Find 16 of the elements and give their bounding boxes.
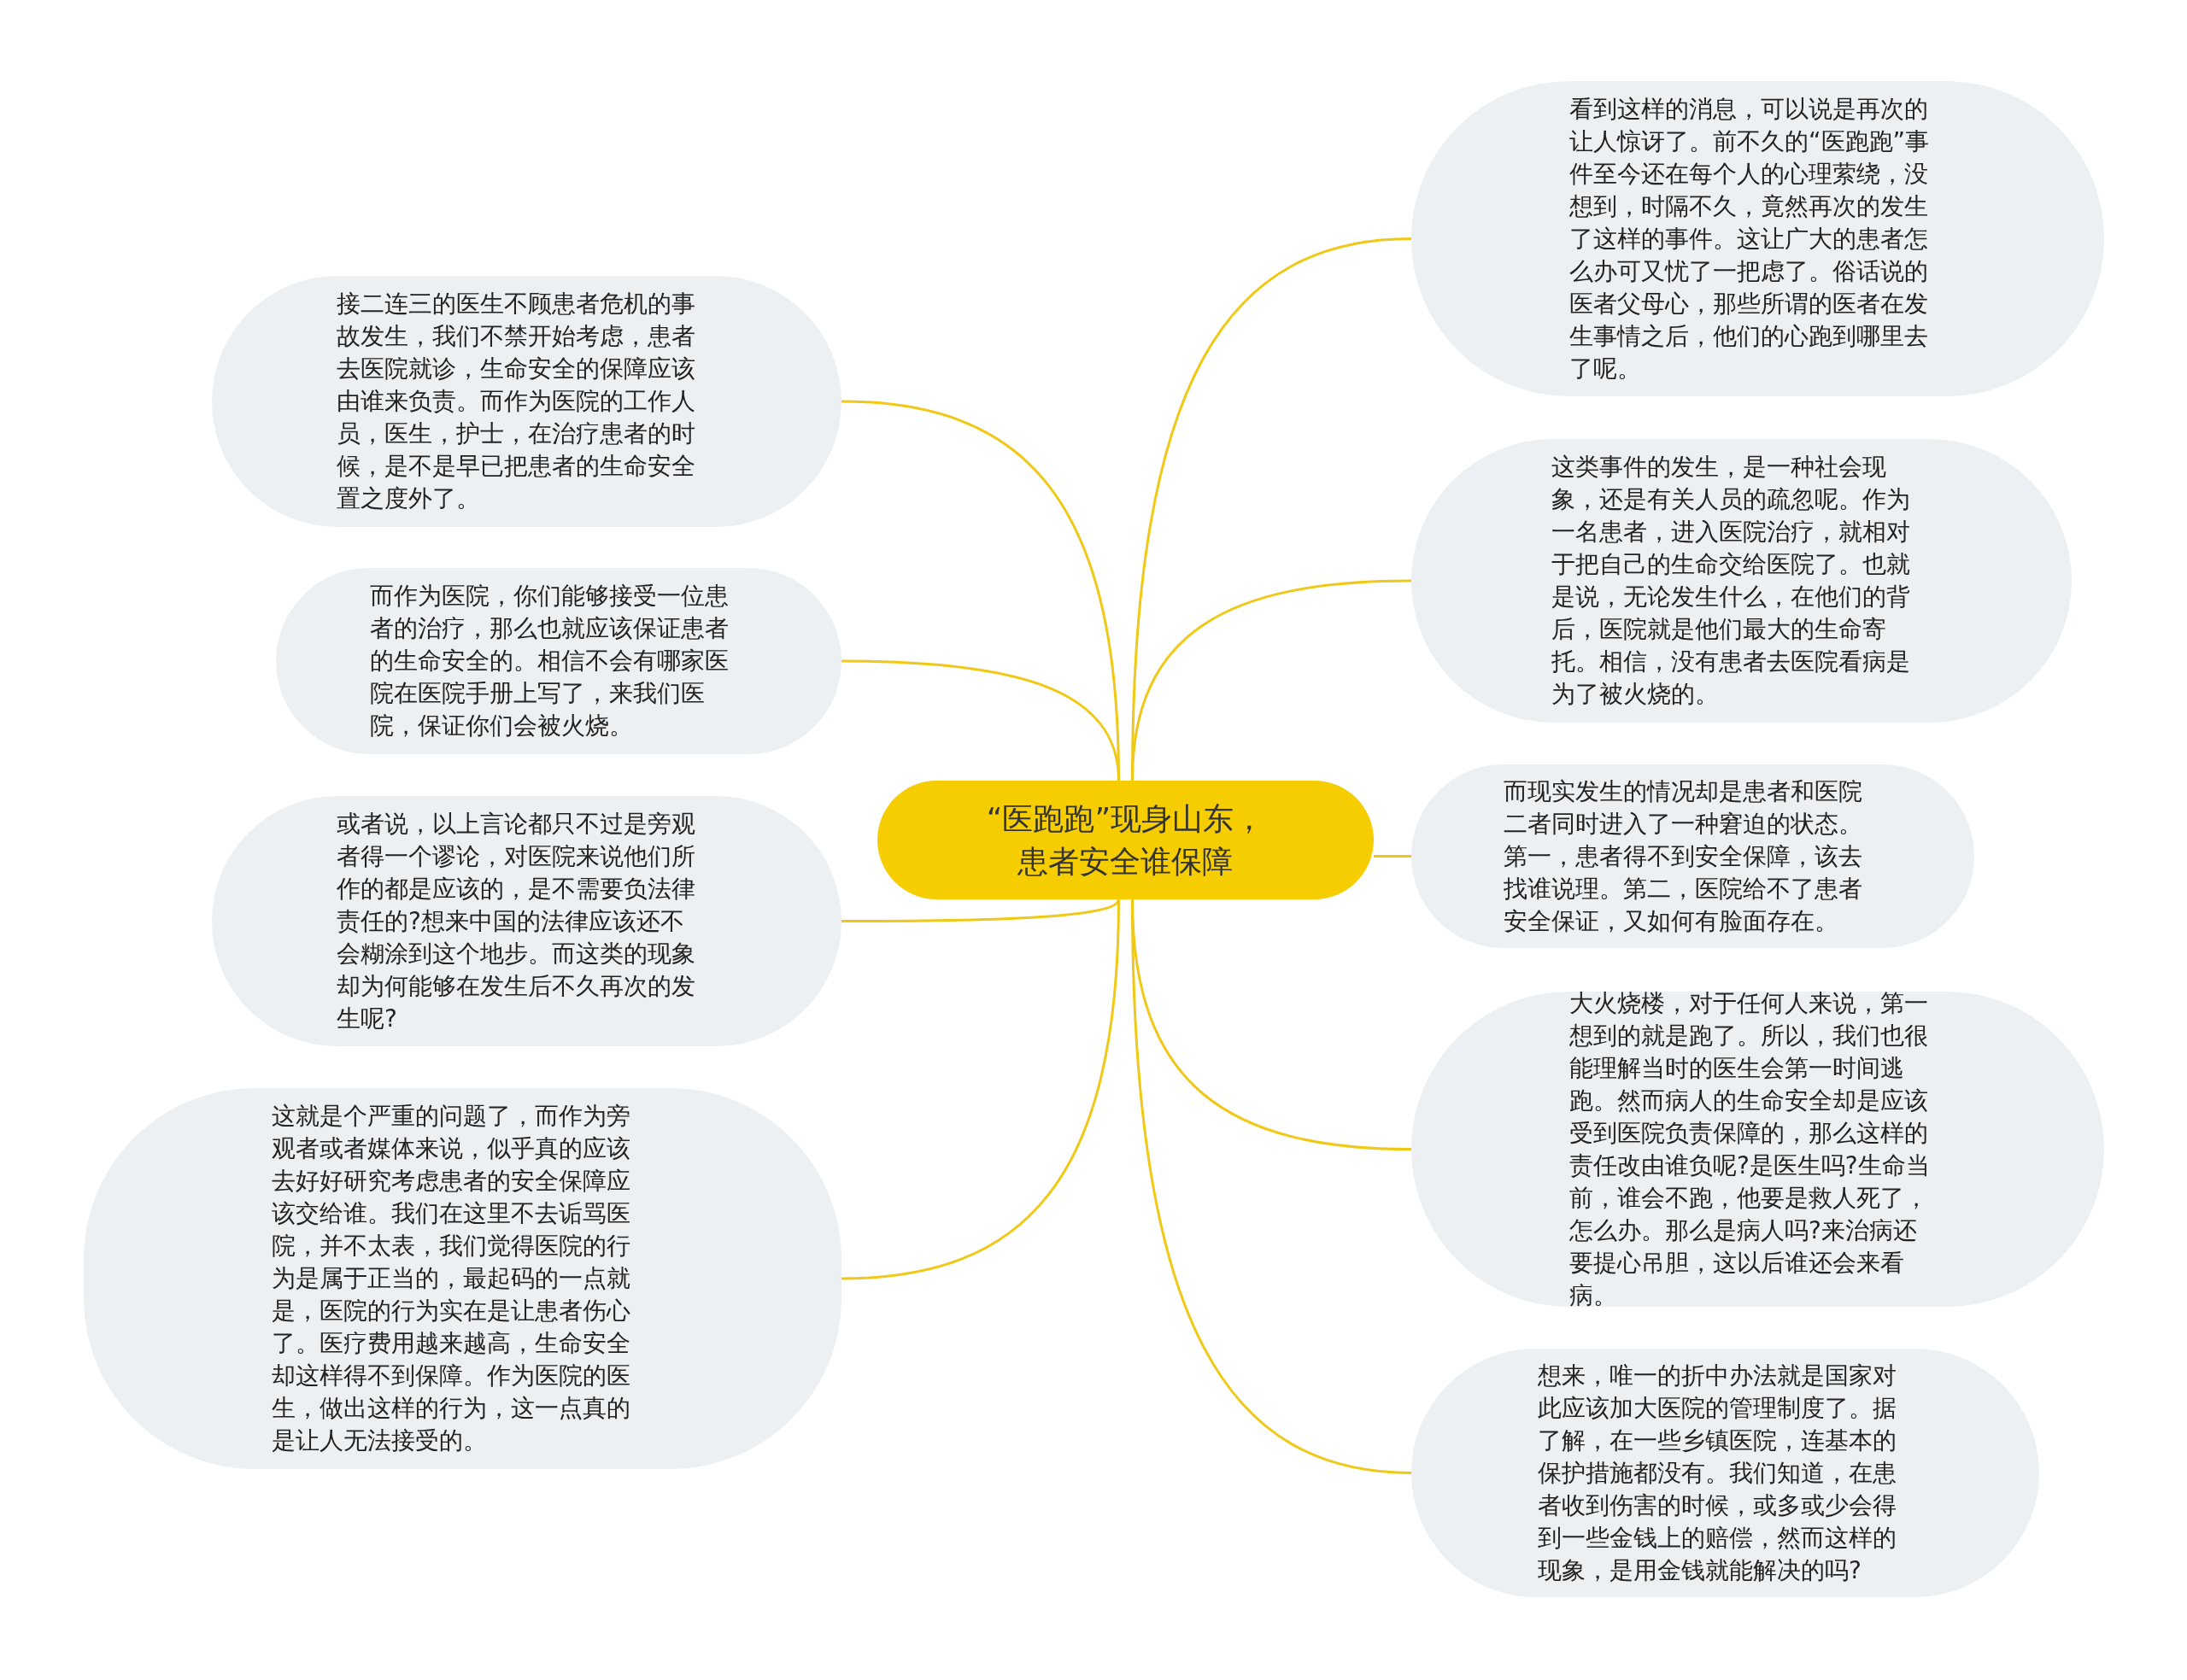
connector-line (1131, 899, 1412, 1474)
paragraph-text: 大火烧楼，对于任何人来说，第一想到的就是跑了。所以，我们也很能理解当时的医生会第一时间逃跑。然而病人的生命安全却是应该受到医院负责保障的，那么这样的责任改由谁负呢?是医生吗?生命当前，谁会不跑，他要是救人死了，怎么办。那么是病人吗?来治病还要提心吊胆，这以后谁还会来看病。 (1569, 987, 1931, 1311)
connector-line (841, 899, 1120, 1280)
paragraph-text: 想来，唯一的折中办法就是国家对此应该加大医院的管理制度了。据了解，在一些乡镇医院，连基本的保护措施都没有。我们知道，在患者收到伤害的时候，或多或少会得到一些金钱上的赔偿，然而这样的现象，是用金钱就能解决的吗? (1538, 1360, 1897, 1586)
paragraph-text: 或者说，以上言论都只不过是旁观者得一个谬论，对医院来说他们所作的都是应该的，是不需要负法律责任的?想来中国的法律应该还不会糊涂到这个地步。而这类的现象却为何能够在发生后不久再次的发生呢? (337, 808, 696, 1034)
paragraph-text: 这类事件的发生，是一种社会现象，还是有关人员的疏忽呢。作为一名患者，进入医院治疗，就相对于把自己的生命交给医院了。也就是说，无论发生什么，在他们的背后，医院就是他们最大的生命寄托。相信，没有患者去医院看病是为了被火烧的。 (1551, 452, 1911, 710)
connector-line (1374, 855, 1411, 858)
paragraph-text: 而现实发生的情况却是患者和医院二者同时进入了一种窘迫的状态。第一，患者得不到安全保障，该去找谁说理。第二，医院给不了患者安全保证，又如何有脸面存在。 (1504, 776, 1863, 937)
connector-line (841, 899, 1120, 922)
paragraph-text: 这就是个严重的问题了，而作为旁观者或者媒体来说，似乎真的应该去好好研究考虑患者的安全保障应该交给谁。我们在这里不去诟骂医院，并不太表，我们觉得医院的行为是属于正当的，最起码的一点就是，医院的行为实在是让患者伤心了。医疗费用越来越高，生命安全却这样得不到保障。作为医院的医生，做出这样的行为，这一点真的是让人无法接受的。 (272, 1101, 631, 1456)
topic-title: “医跑跑”现身山东，患者安全谁保障 (985, 799, 1266, 881)
connector-line (1131, 579, 1412, 781)
paragraph-text: 看到这样的消息，可以说是再次的让人惊讶了。前不久的“医跑跑”事件至今还在每个人的心理萦绕，没想到，时隔不久，竟然再次的发生了这样的事件。这让广大的患者怎么办可又忧了一把虑了。俗话说的医者父母心，那些所谓的医者在发生事情之后，他们的心跑到哪里去了呢。 (1569, 93, 1930, 384)
paragraph-text: 接二连三的医生不顾患者危机的事故发生，我们不禁开始考虑，患者去医院就诊，生命安全的保障应该由谁来负责。而作为医院的工作人员，医生，护士，在治疗患者的时候，是不是早已把患者的生命安全置之度外了。 (337, 289, 696, 514)
connector-line (841, 659, 1120, 781)
paragraph-text: 而作为医院，你们能够接受一位患者的治疗，那么也就应该保证患者的生命安全的。相信不会有哪家医院在医院手册上写了，来我们医院，保证你们会被火烧。 (370, 581, 730, 741)
